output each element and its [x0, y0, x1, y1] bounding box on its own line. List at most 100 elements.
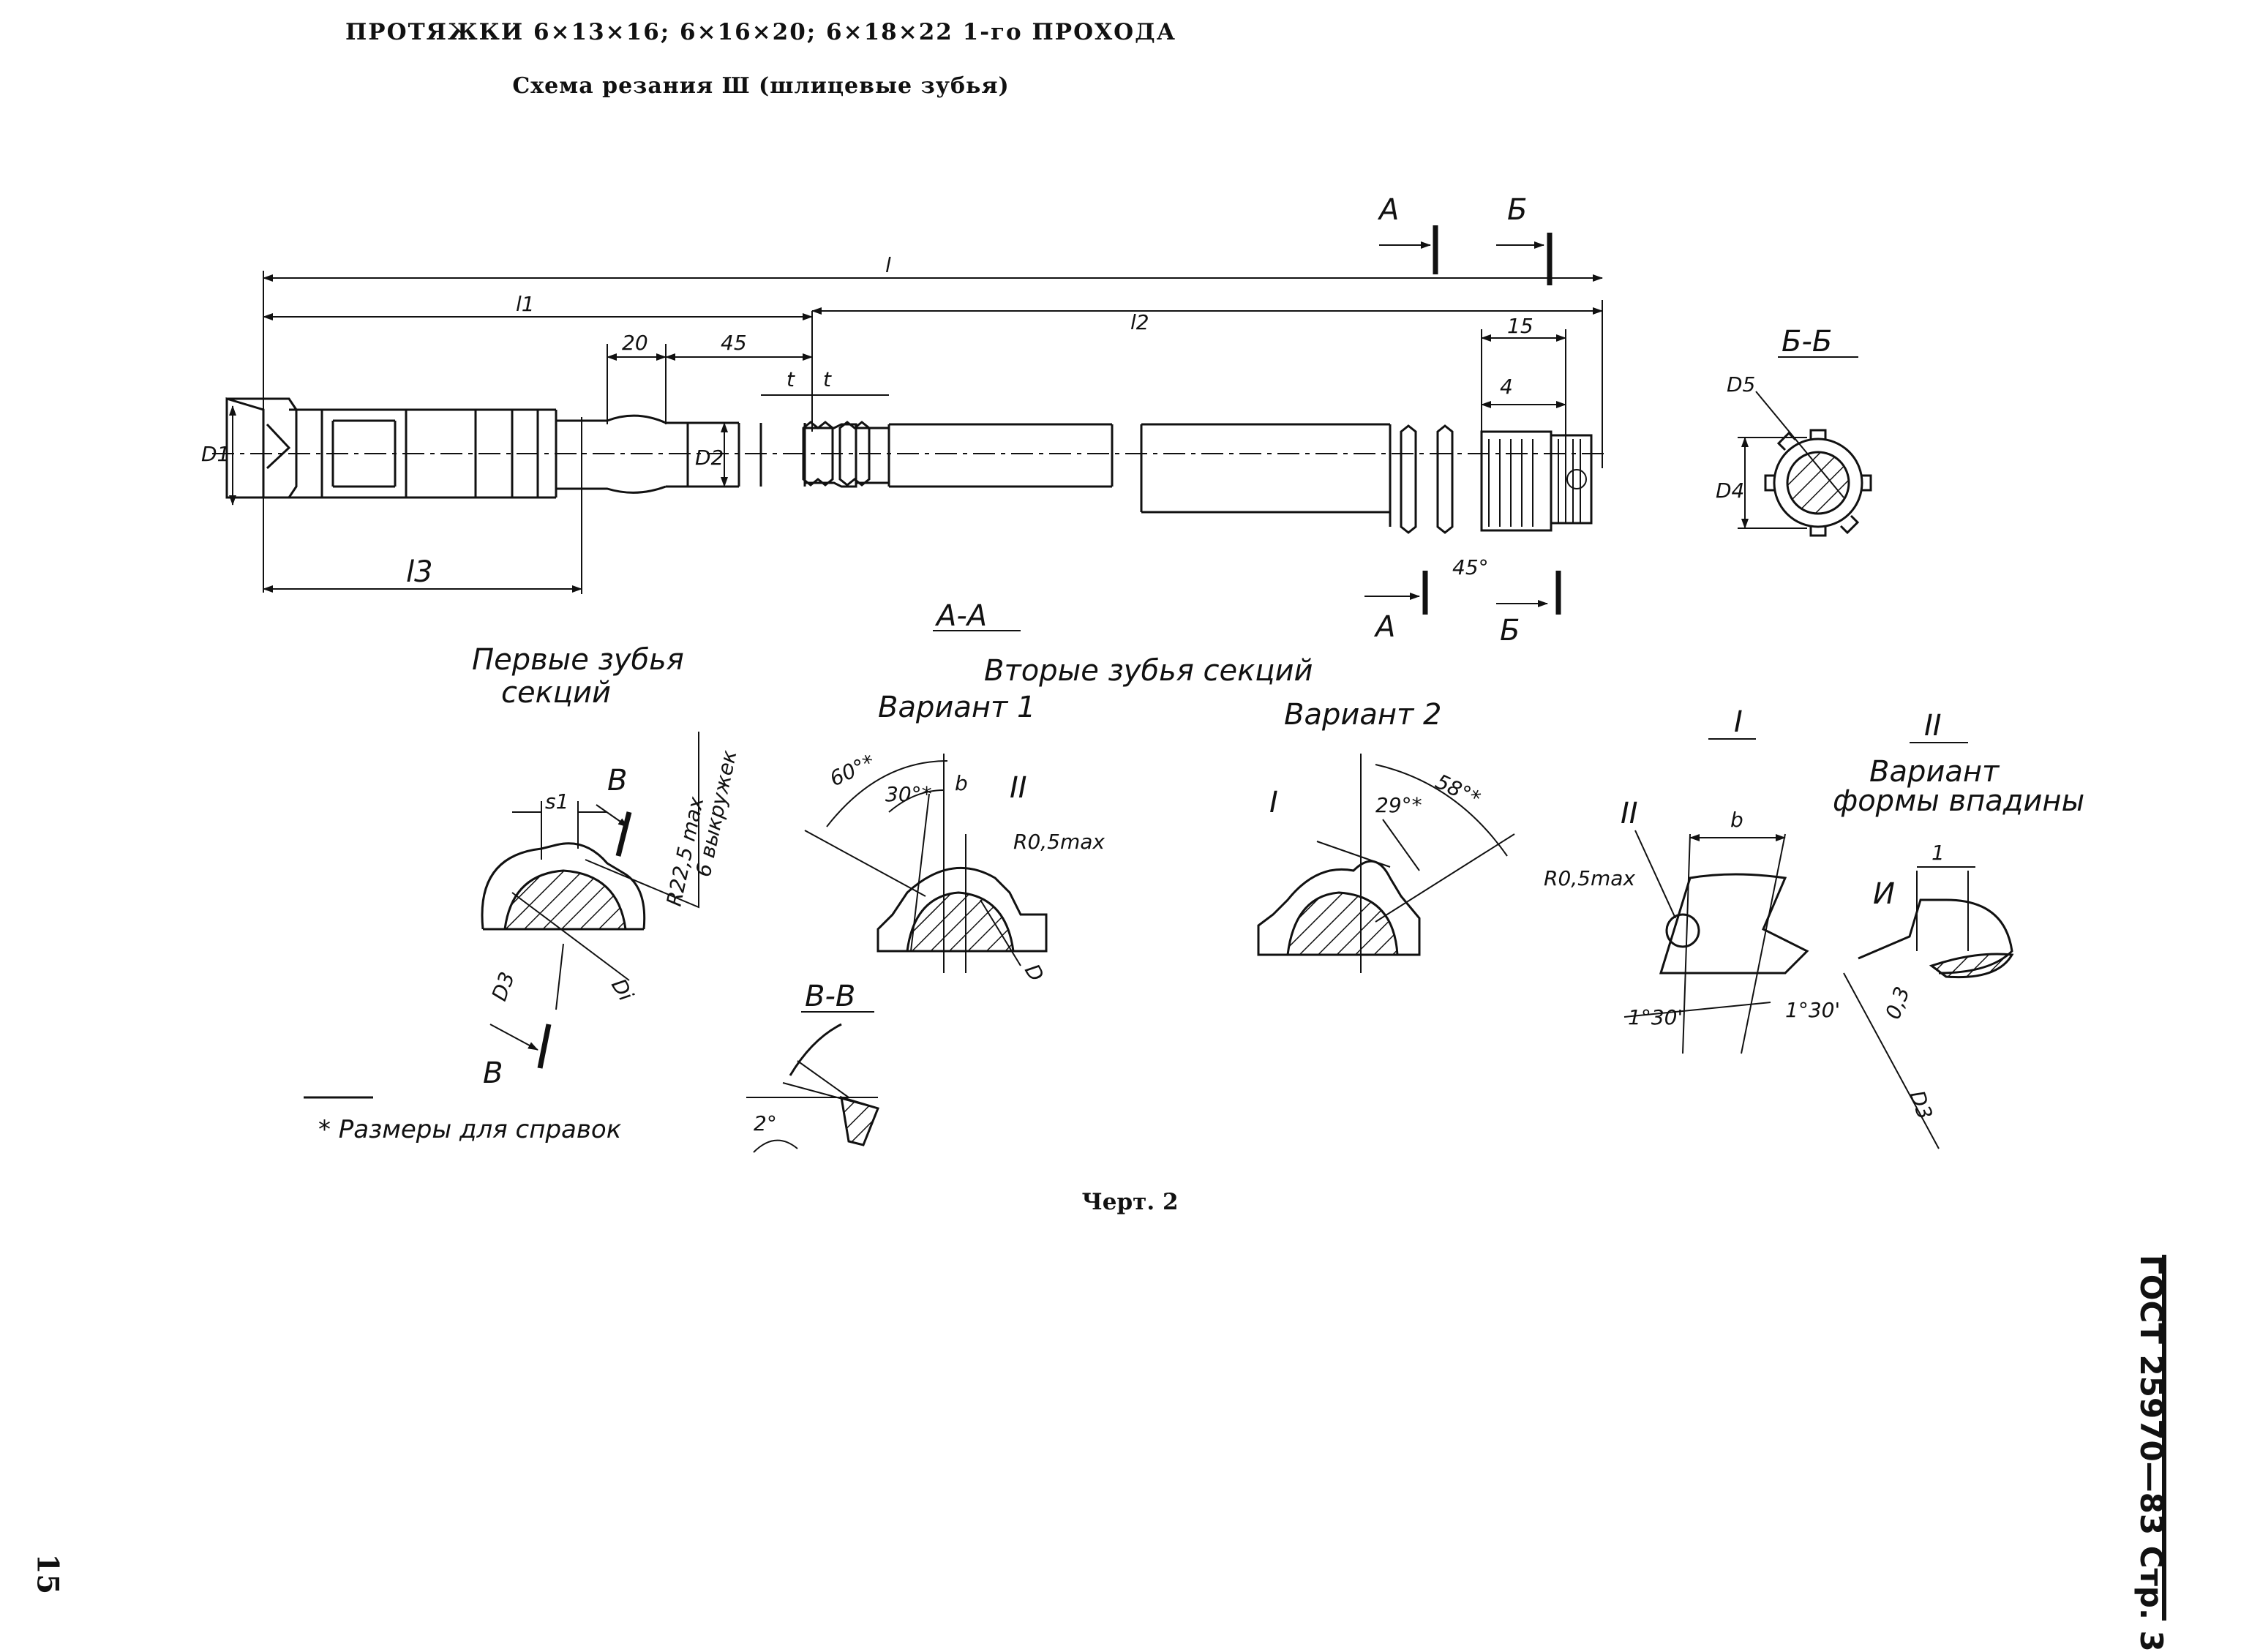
- detail-II-03: 0,3: [1881, 983, 1915, 1022]
- d5-leader: [1755, 391, 1844, 498]
- detail-II-one: 1: [1931, 841, 1945, 865]
- v2-angle-29: 29°*: [1375, 793, 1422, 817]
- v2-angle-58: 58°*: [1432, 769, 1484, 811]
- detail-II-hatch: [1929, 953, 2014, 979]
- cut-teeth-left: [802, 421, 871, 487]
- d4-ext: [1738, 437, 1807, 529]
- detail-II: II Вариант формы впадины И 1 0,3 D3: [1833, 709, 2084, 1149]
- section-BB-splines: [1764, 429, 1872, 537]
- teeth-section: [759, 423, 1390, 514]
- section-arrow-V-bot: [489, 1024, 538, 1051]
- detail-II-D3: D3: [1904, 1087, 1937, 1122]
- v1-D: D: [1020, 960, 1048, 985]
- section-mark-B-bot: Б: [1500, 614, 1520, 647]
- dim-l: l: [885, 253, 891, 277]
- gost-side-label: ГОСТ 25970—83 Стр. 3: [2133, 1255, 2199, 1652]
- page-subtitle: Схема резания Ш (шлицевые зубья): [512, 73, 1010, 99]
- page-number: 15: [30, 1551, 65, 1595]
- label-D3: D3: [487, 969, 519, 1004]
- detail-I-angle-2: 1°30': [1785, 998, 1840, 1022]
- first-teeth-dims: [512, 801, 607, 1010]
- page-number-text: 15: [30, 1553, 65, 1595]
- variant2-hatch: [1286, 891, 1399, 956]
- dim-l2: l2: [1130, 310, 1149, 334]
- section-mark-A-top: А: [1377, 193, 1399, 227]
- section-VV-title: В-В: [805, 980, 855, 1013]
- section-arrow-V-top: [596, 804, 628, 827]
- di-line: [511, 892, 630, 981]
- end-center-circle: [1566, 469, 1587, 489]
- section-AA-title: А-А: [934, 599, 987, 633]
- label-s1: s1: [545, 789, 568, 814]
- section-BB-core: [1786, 451, 1850, 515]
- dim-t2: t: [823, 367, 832, 391]
- spline-lines: [1488, 439, 1581, 527]
- section-BB-title: Б-Б: [1782, 325, 1832, 358]
- gost-side-bar: [2162, 1255, 2166, 1621]
- detail-I-leader: [1634, 830, 1676, 919]
- label-D2: D2: [695, 446, 724, 470]
- detail-I-profile: [1659, 873, 1809, 975]
- dim-45deg: 45°: [1452, 555, 1489, 579]
- detail-I-angle-1: 1°30': [1628, 1005, 1683, 1029]
- section-BB-outer: [1773, 438, 1863, 528]
- dim-l3: l3: [406, 555, 433, 589]
- dim-15: 15: [1507, 314, 1533, 338]
- section-VV-construction: [746, 1060, 879, 1109]
- detail-I-radius: [1665, 913, 1700, 948]
- detail-I: I II b R0,5max 1°30' 1°30': [1544, 705, 1840, 1054]
- detail-I-construction: [1623, 833, 1786, 1054]
- v1-II: II: [1010, 771, 1027, 805]
- dim-45: 45: [721, 331, 747, 355]
- section-VV-hatch: [840, 1095, 880, 1146]
- variant1-construction: [804, 754, 1021, 973]
- variant1-profile: [876, 866, 1048, 953]
- detail-II-construction: [1843, 871, 1969, 1149]
- label-Di: Di: [607, 975, 638, 1005]
- section-mark-A-bot: А: [1373, 610, 1395, 644]
- second-teeth-label: Вторые зубья секций: [984, 654, 1313, 688]
- dim-t1: t: [787, 367, 795, 391]
- detail-II-note-2: формы впадины: [1833, 784, 2084, 818]
- dim-4: 4: [1500, 375, 1513, 399]
- detail-II-I: И: [1873, 877, 1895, 911]
- first-teeth-line1: Первые зубья: [472, 643, 684, 677]
- gost-side-text: ГОСТ 25970—83 Стр. 3: [2133, 1255, 2169, 1652]
- section-VV-arc: [753, 1139, 798, 1153]
- v1-R: R0,5max: [1013, 830, 1105, 854]
- variant2-profile: [1257, 860, 1421, 956]
- variant1-label: Вариант 1: [878, 691, 1035, 724]
- detail-I-R: R0,5max: [1544, 866, 1635, 890]
- detail-I-II: II: [1621, 797, 1638, 830]
- broach-main-view: l l1 l2 20 45 t t 15 4 l3 D1 D2: [201, 193, 1610, 647]
- section-AA: А-А Первые зубья секций Вторые зубья сек…: [472, 599, 1515, 1090]
- first-teeth-line2: секций: [501, 676, 611, 710]
- radius-leader: [585, 732, 699, 909]
- label-V-bottom: В: [483, 1056, 503, 1090]
- label-V: В: [607, 764, 627, 797]
- v1-angle-30: 30°*: [885, 782, 932, 806]
- section-mark-B-top: Б: [1507, 193, 1527, 227]
- section-VV-angle: 2°: [754, 1111, 777, 1135]
- page-title: ПРОТЯЖКИ 6×13×16; 6×16×20; 6×18×22 1-го …: [345, 19, 1176, 45]
- variant1-hatch: [906, 891, 1015, 953]
- detail-I-b: b: [1730, 808, 1743, 832]
- v2-I: I: [1269, 786, 1278, 819]
- detail-I-title: I: [1734, 705, 1743, 739]
- section-cut-V-top: [615, 811, 632, 857]
- variant1-arc-30: [888, 789, 945, 813]
- v1-b: b: [955, 771, 968, 795]
- variant2-arc: [1375, 764, 1508, 857]
- variant2-label: Вариант 2: [1284, 698, 1441, 732]
- first-teeth-hatch: [503, 869, 627, 931]
- dim-l1: l1: [516, 292, 535, 316]
- section-VV-profile: [789, 1023, 842, 1076]
- dim-20: 20: [622, 331, 648, 355]
- detail-II-title: II: [1924, 709, 1942, 743]
- footnote: * Размеры для справок: [318, 1115, 622, 1144]
- label-D5: D5: [1727, 372, 1755, 397]
- variant2-construction: [1316, 754, 1515, 973]
- label-D4: D4: [1716, 478, 1744, 503]
- figure-caption: Черт. 2: [1081, 1189, 1179, 1215]
